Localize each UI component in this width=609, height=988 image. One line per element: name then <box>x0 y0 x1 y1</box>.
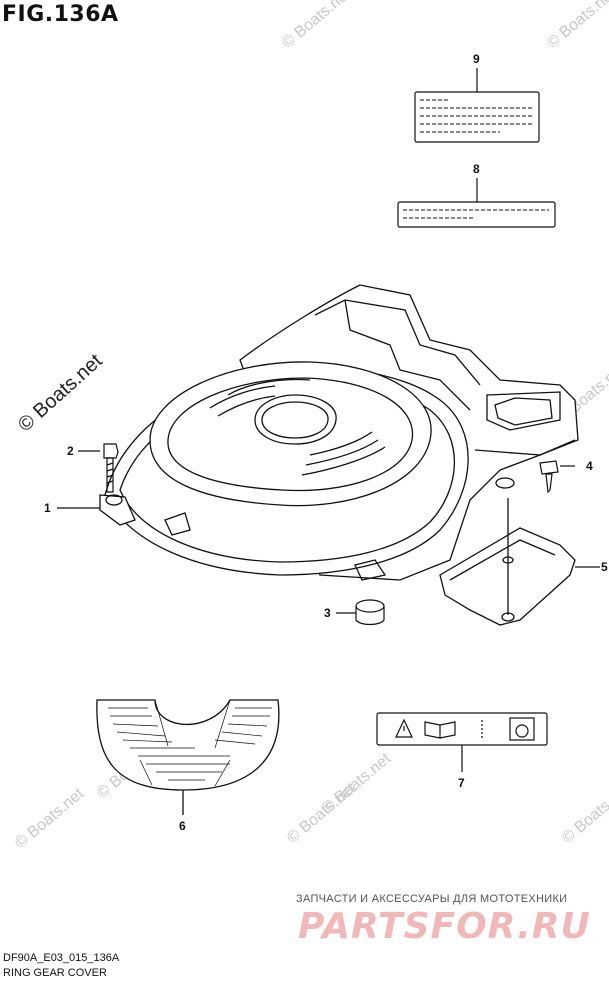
label-part-8 <box>397 178 556 228</box>
callout-2: 2 <box>67 444 74 458</box>
figure-caption: RING GEAR COVER <box>3 967 107 979</box>
label-part-9 <box>414 68 540 143</box>
figure-code: DF90A_E03_015_136A <box>3 952 120 964</box>
callout-3: 3 <box>324 606 331 620</box>
figure-title: FIG.136A <box>2 2 119 27</box>
callout-5: 5 <box>601 560 608 574</box>
warning-label-part-7 <box>376 712 548 772</box>
brand-logo-text: PARTSFOR.RU <box>298 906 591 947</box>
callout-1: 1 <box>44 501 51 515</box>
grommet-part-3 <box>336 599 385 626</box>
screw-part-4 <box>539 460 575 494</box>
promo-text: ЗАПЧАСТИ И АКСЕССУАРЫ ДЛЯ МОТОТЕХНИКИ <box>296 893 568 905</box>
guard-plate-part-6 <box>96 699 280 815</box>
callout-9: 9 <box>473 52 480 66</box>
callout-4: 4 <box>586 459 593 473</box>
bolt-part-2 <box>78 443 119 493</box>
callout-7: 7 <box>458 776 465 790</box>
shield-part-5 <box>439 498 600 626</box>
callout-6: 6 <box>179 819 186 833</box>
callout-8: 8 <box>473 162 480 176</box>
ring-gear-cover-part-1 <box>99 284 579 581</box>
